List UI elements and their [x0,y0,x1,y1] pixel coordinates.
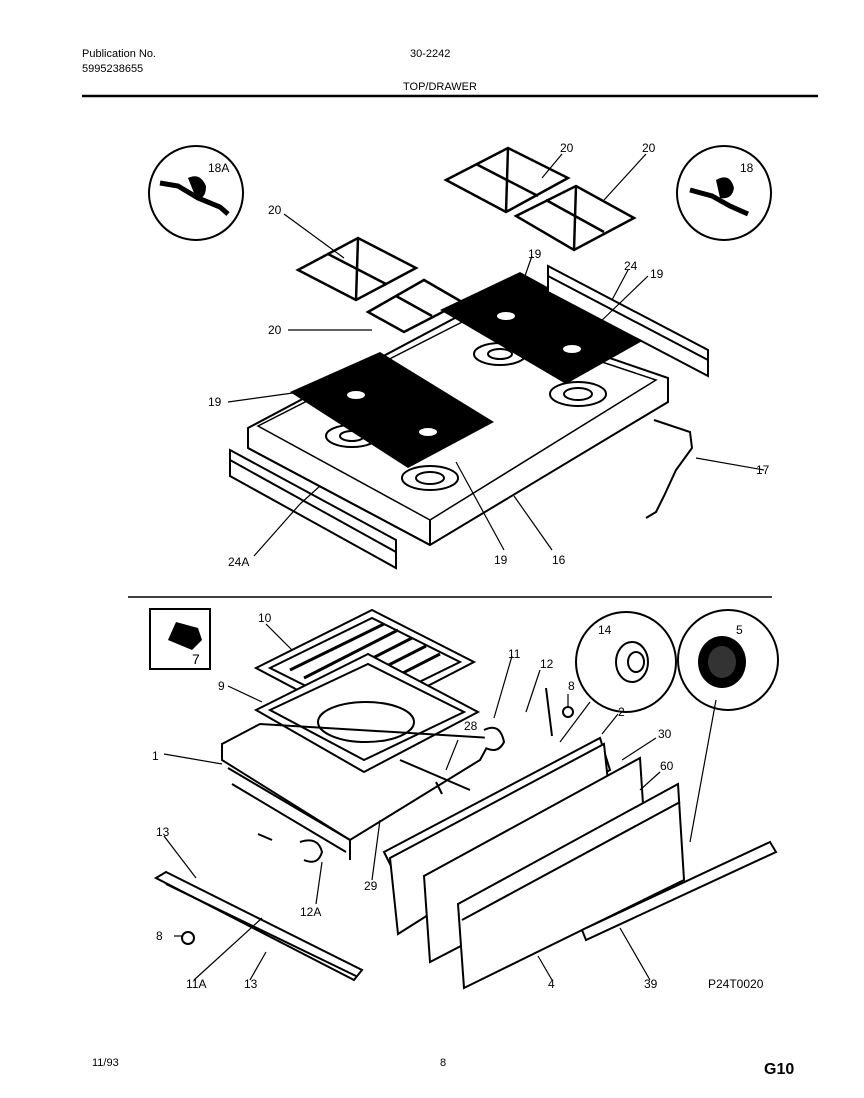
callout-19-c: 19 [208,395,222,409]
grate-right-pair [443,146,637,252]
footer-code: G10 [764,1061,795,1078]
section-title: TOP/DRAWER [403,81,477,93]
callout-14: 14 [598,623,612,637]
callout-20-a: 20 [268,203,282,217]
callout-29: 29 [364,879,378,893]
callout-2: 2 [618,705,625,719]
grate-left-pair [295,236,465,334]
drawer-front-4 [456,782,686,990]
callout-13-b: 13 [244,977,258,991]
callout-18: 18 [740,161,754,175]
callout-4: 4 [548,977,555,991]
callout-39: 39 [644,977,658,991]
callout-20-c: 20 [560,141,574,155]
callout-24a: 24A [228,555,249,569]
burner-plate-right [440,272,644,384]
callout-18a: 18A [208,161,229,175]
publication-label: Publication No. [82,48,156,60]
callout-17: 17 [756,463,770,477]
callout-11a: 11A [186,977,206,991]
callout-19-d: 19 [494,553,508,567]
callout-24: 24 [624,259,638,273]
callout-1: 1 [152,749,159,763]
callout-12a: 12A [300,905,321,919]
drawer-handle-39 [580,840,778,942]
inset-18-circle [676,145,772,241]
trim-24 [547,264,709,378]
callout-12: 12 [540,657,554,671]
footer-date: 11/93 [92,1057,119,1069]
callout-10: 10 [258,611,272,625]
drawer-rail-13 [153,870,364,982]
callout-5: 5 [736,623,743,637]
doc-number: 30-2242 [410,48,451,60]
burner-plate-left [290,352,494,468]
publication-number: 5995238655 [82,63,144,75]
callout-13-a: 13 [156,825,170,839]
drawer-frame-1 [221,722,494,860]
burner-wells [325,342,607,491]
callout-11: 11 [508,647,521,661]
footer-page: 8 [440,1057,447,1069]
inset-18a-circle [148,145,244,241]
callout-30: 30 [658,727,672,741]
callout-20-d: 20 [642,141,656,155]
trim-24a [229,448,397,570]
callout-16: 16 [552,553,566,567]
broiler-pan-9 [253,652,481,774]
callout-19-a: 19 [528,247,542,261]
part-17-wire [645,419,694,519]
callout-9: 9 [218,679,225,693]
figure-code: P24T0020 [708,977,764,991]
small-hardware [181,706,574,945]
callout-8-a: 8 [568,679,575,693]
leader-lines-bottom [163,623,717,981]
callout-8-b: 8 [156,929,163,943]
callout-20-b: 20 [268,323,282,337]
inset-5-circle [677,609,779,711]
callout-7: 7 [192,651,200,667]
callout-28: 28 [464,719,478,733]
inset-7-box [149,608,211,670]
callout-60: 60 [660,759,674,773]
inset-14-circle [575,611,677,713]
callout-19-b: 19 [650,267,664,281]
leader-lines-top [227,153,765,557]
